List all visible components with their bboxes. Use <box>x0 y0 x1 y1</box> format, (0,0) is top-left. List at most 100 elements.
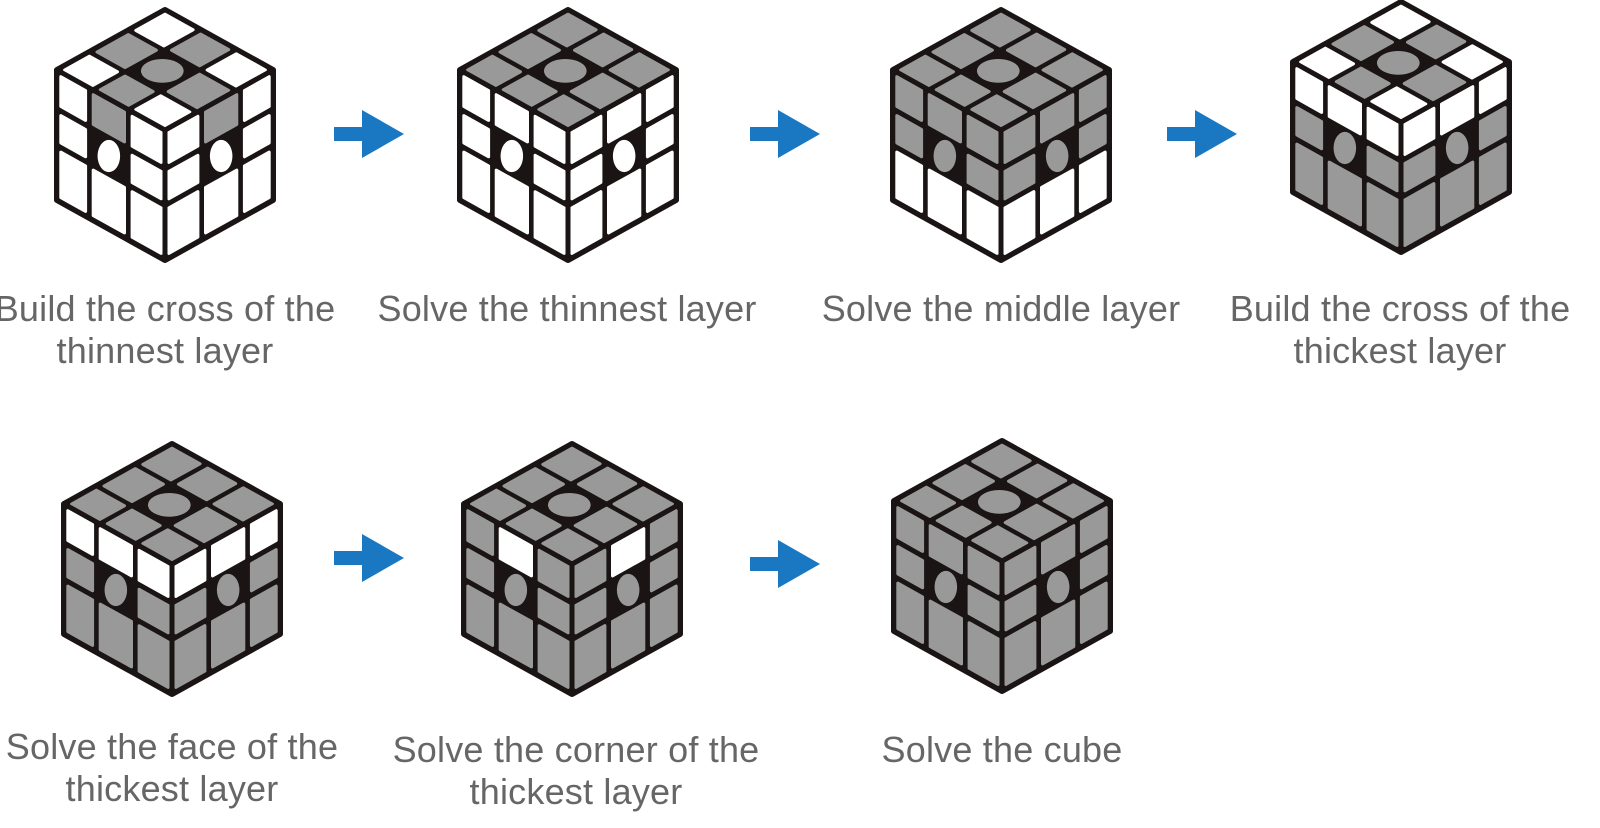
cube-sticker <box>928 524 963 575</box>
cube-sticker <box>611 602 646 669</box>
cube-sticker <box>505 508 562 541</box>
cube-sticker <box>140 59 184 83</box>
cube-sticker <box>216 573 240 607</box>
cube-sticker <box>466 54 522 88</box>
cube-sticker <box>931 33 994 70</box>
cube-sticker <box>502 467 565 504</box>
cube-sticker <box>1327 160 1362 227</box>
cube-sticker <box>1331 25 1394 62</box>
cube-sticker <box>211 527 246 578</box>
cube-sticker <box>976 59 1020 83</box>
cube-sticker <box>91 168 126 235</box>
cube-sticker <box>977 490 1021 514</box>
cube-sticker <box>1445 131 1469 165</box>
cube-sticker <box>173 506 238 544</box>
cube-sticker <box>1295 142 1324 205</box>
cube-sticker <box>1478 67 1507 114</box>
cube-sticker <box>1041 52 1103 88</box>
cube-sticker <box>649 584 678 647</box>
cube-sticker <box>211 602 246 669</box>
arrow-head <box>362 534 404 582</box>
cube-sticker <box>167 153 200 201</box>
cube-sticker <box>933 139 957 173</box>
cube-sticker <box>612 486 674 522</box>
cube-sticker <box>616 573 640 607</box>
arrow-right-icon <box>1165 108 1239 160</box>
cube-sticker <box>645 75 674 122</box>
cube-sticker <box>1334 66 1391 99</box>
cube-sticker <box>59 114 88 159</box>
cube-sticker <box>547 493 591 517</box>
cube-sticker <box>895 114 924 159</box>
cube-sticker <box>533 114 566 164</box>
cube-sticker <box>1406 24 1467 60</box>
cube-sticker <box>1003 503 1068 541</box>
cube-sticker <box>205 52 267 88</box>
cube-sticker <box>137 548 170 598</box>
cube-sticker <box>1041 599 1076 666</box>
cube-sticker <box>573 32 634 68</box>
cube-sticker <box>1440 160 1475 227</box>
cube-sticker <box>607 168 642 235</box>
cube-sticker <box>543 59 587 83</box>
arrow-head <box>778 540 820 588</box>
cube-sticker <box>1006 32 1067 68</box>
cube-sticker <box>1403 182 1436 247</box>
cube-sticker <box>1403 145 1436 193</box>
cube-sticker <box>541 446 602 482</box>
cube-sticker <box>130 114 163 164</box>
cube-sticker <box>1040 93 1075 144</box>
cube-sticker <box>462 75 491 122</box>
cube-sticker <box>170 32 231 68</box>
step-6-caption: Solve the corner of the thickest layer <box>376 729 776 813</box>
arrow-shaft <box>750 557 784 571</box>
cube-sticker <box>137 587 170 635</box>
step-2-caption: Solve the thinnest layer <box>367 288 767 330</box>
step-5-caption: Solve the face of the thickest layer <box>0 726 372 810</box>
caption-line: thinnest layer <box>56 330 274 371</box>
arrow-shaft <box>334 551 368 565</box>
cube-sticker <box>462 150 491 213</box>
caption-line: thickest layer <box>65 768 279 809</box>
step-4-cube-icon <box>1281 0 1521 266</box>
cube-sticker <box>1007 463 1068 499</box>
step-1-cube-icon <box>45 2 285 274</box>
cube-sticker <box>167 114 200 164</box>
cube-sticker <box>649 548 678 593</box>
cube-sticker <box>95 33 158 70</box>
step-3-caption: Solve the middle layer <box>801 288 1201 330</box>
cube-sticker <box>130 190 163 255</box>
cube-sticker <box>494 168 529 235</box>
cube-sticker <box>204 168 239 235</box>
cube-sticker <box>1045 139 1069 173</box>
cube-sticker <box>504 573 528 607</box>
cube-sticker <box>1440 85 1475 136</box>
cube-sticker <box>1003 190 1036 255</box>
cube-sticker <box>574 548 607 598</box>
cube-sticker <box>249 584 278 647</box>
cube-sticker <box>537 624 570 689</box>
cube-sticker <box>1078 75 1107 122</box>
cube-sticker <box>896 581 925 644</box>
cube-sticker <box>1003 114 1036 164</box>
cube-sticker <box>900 485 956 519</box>
step-4-caption: Build the cross of the thickest layer <box>1200 288 1600 372</box>
step-7-caption: Solve the cube <box>802 729 1202 771</box>
arrow-head <box>362 110 404 158</box>
cube-sticker <box>537 94 595 128</box>
cube-sticker <box>242 75 271 122</box>
cube-sticker <box>63 54 119 88</box>
cube-sticker <box>967 621 1000 686</box>
caption-line: Solve the corner of the <box>392 729 760 770</box>
cube-sticker <box>249 548 278 593</box>
arrow-right-icon <box>748 108 822 160</box>
cube-sticker <box>533 153 566 201</box>
cube-sticker <box>928 599 963 666</box>
cube-sticker <box>102 467 165 504</box>
cube-sticker <box>498 602 533 669</box>
cube-sticker <box>970 12 1031 48</box>
cube-sticker <box>1046 570 1070 604</box>
cube-sticker <box>927 93 962 144</box>
cube-sticker <box>570 114 603 164</box>
cube-sticker <box>645 114 674 159</box>
